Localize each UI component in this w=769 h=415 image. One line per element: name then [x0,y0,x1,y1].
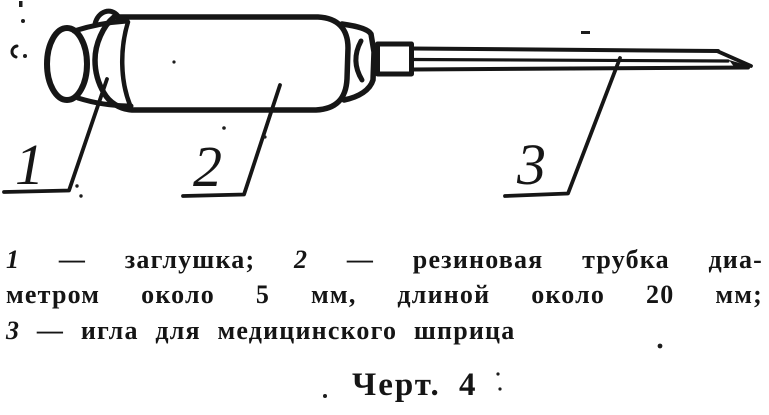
figure-label-3: 3 [516,132,546,197]
ink-speck [10,44,19,59]
ink-speck [323,394,327,398]
caption-dash: — [58,245,87,274]
needle-tip-fill [729,60,752,68]
caption-line-2: метром около 5 мм, длиной около 20 мм; [6,280,763,310]
needle-hub [339,21,377,103]
figure-label-2: 2 [193,134,222,199]
caption-item-tube: резиновая трубка диа- [412,245,764,274]
ink-speck [657,343,663,349]
needle-top-edge [409,46,720,53]
ink-speck [19,1,23,7]
ink-speck [581,31,590,34]
plug-bottom-edge [75,95,134,109]
needle-mid-line [411,57,730,63]
needle-bevel-edge [715,49,753,68]
leader-line-1 [2,77,109,194]
caption-line-1: 1 — заглушка; 2 — резиновая трубка диа- [6,242,763,277]
caption-ref-1: 1 [6,245,21,274]
caption-item-plug: заглушка; [124,245,256,274]
plug-end-ellipse [44,25,90,103]
needle-collar [375,41,414,77]
text-area-specks [323,343,663,398]
rubber-tube-outline [92,14,351,113]
ink-speck [498,387,502,391]
hub-socket-curve [353,38,365,83]
figure-label-1: 1 [15,132,44,197]
ink-speck [23,54,27,58]
ink-speck [21,19,25,23]
caption-dash: — [346,245,375,274]
figure-caption: 1 — заглушка; 2 — резиновая трубка диа- … [6,242,763,348]
leader-line-2 [181,83,282,198]
drawing-number: Черт. 4 [352,367,478,403]
ink-speck [222,126,226,130]
caption-ref-3: 3 [6,315,21,345]
caption-item-needle: игла для медицинского шприца [80,315,516,345]
caption-ref-2: 2 [294,245,309,274]
ink-speck [496,372,500,376]
technical-drawing: 1 2 3 [2,1,753,199]
leader-line-3 [503,56,622,198]
tube-rim-inner-line [120,19,133,108]
ink-speck [172,60,176,64]
caption-line-3: 3 — игла для медицинского шприца [6,313,763,348]
tube-lip-bump [92,8,121,27]
ink-speck [263,135,267,139]
needle-bottom-edge [409,65,750,72]
ink-speck [79,194,83,198]
plug-top-edge [71,18,130,34]
ink-speck [75,184,79,188]
caption-dash: — [36,315,65,345]
